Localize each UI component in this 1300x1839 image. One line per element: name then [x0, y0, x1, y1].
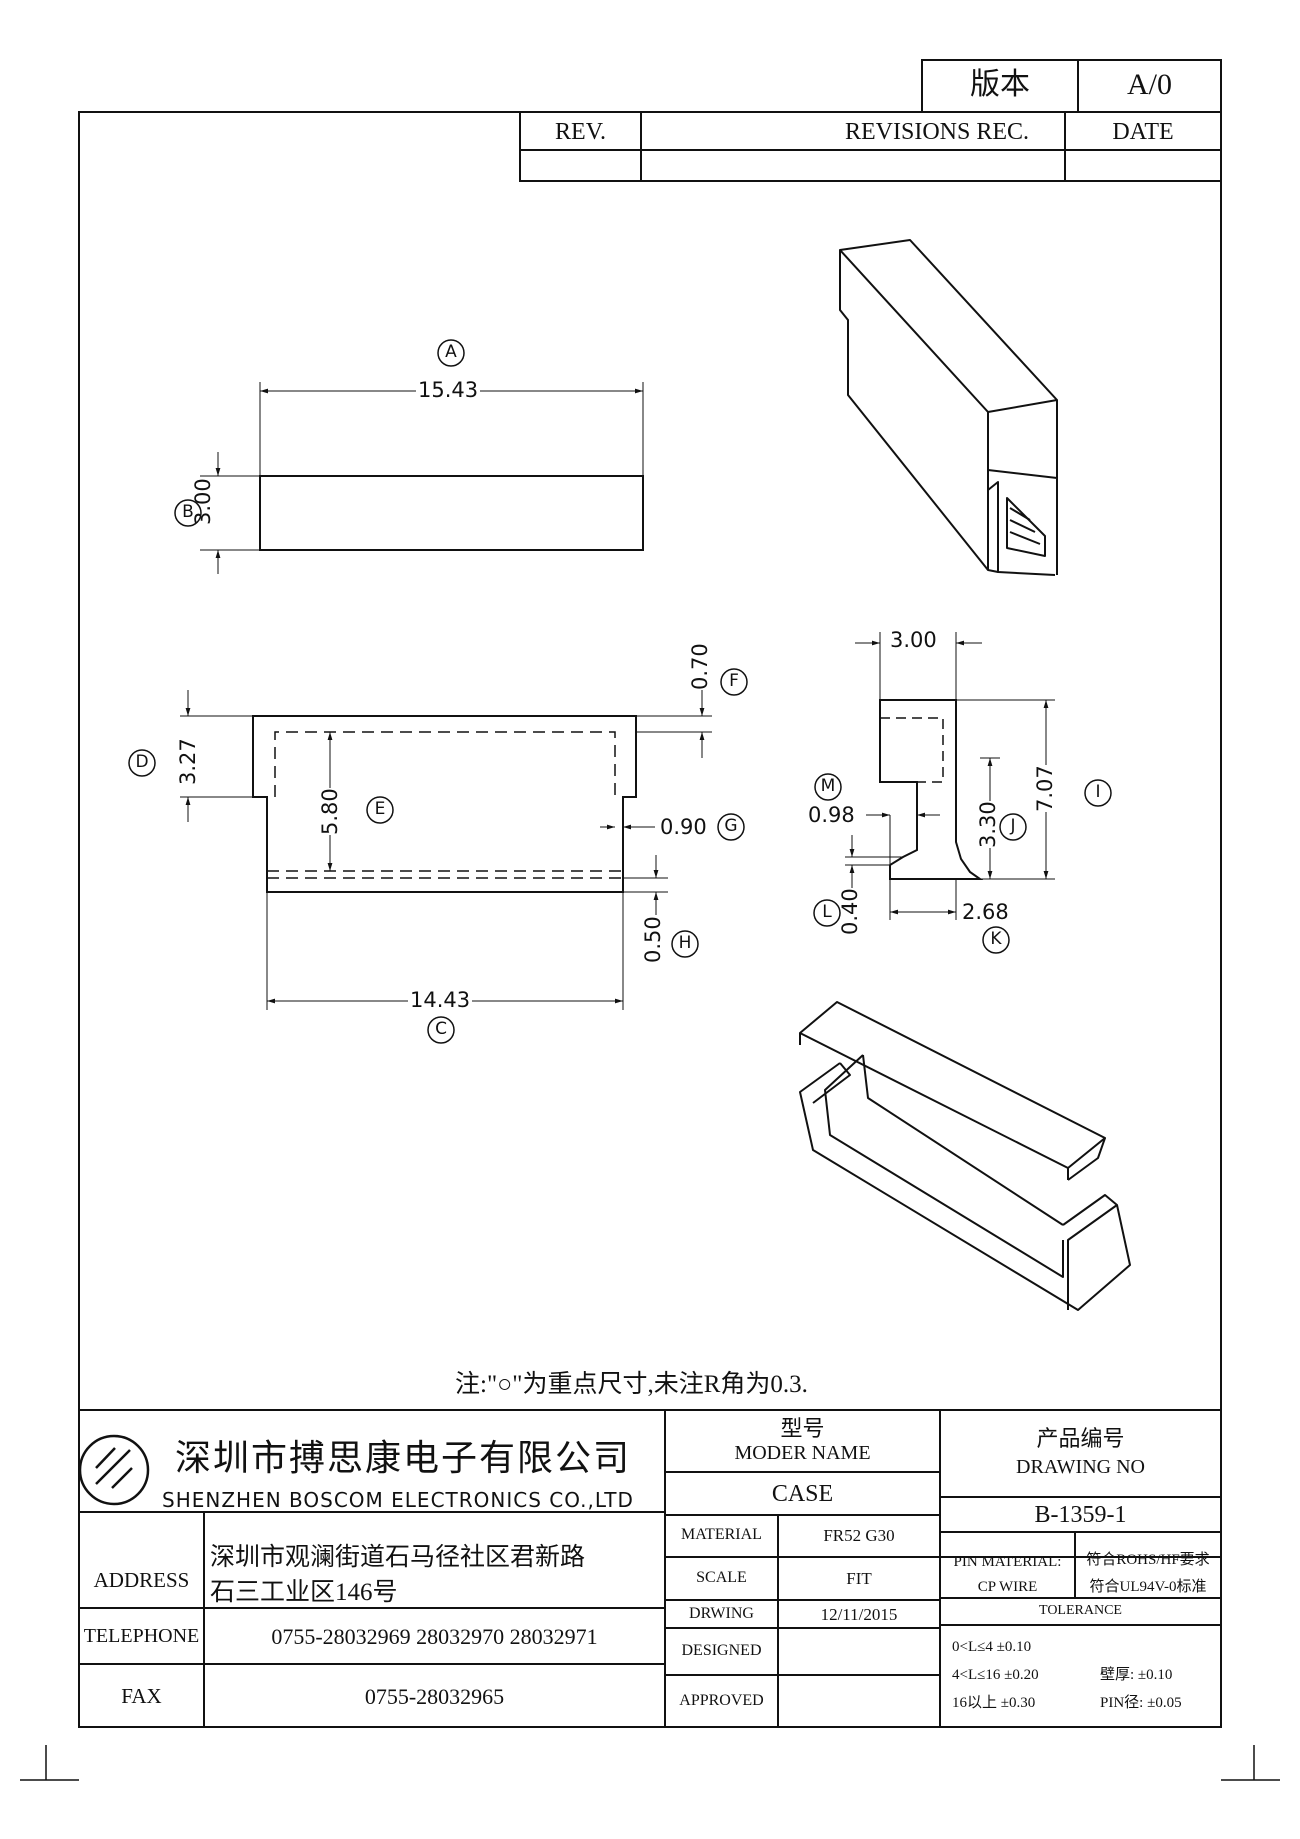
dim-B-label: B — [182, 502, 194, 522]
address-line2: 石三工业区146号 — [210, 1579, 398, 1606]
dim-K-value: 2.68 — [962, 900, 1009, 924]
dim-I-value: 7.07 — [1033, 765, 1057, 812]
version-value: A/0 — [1127, 68, 1172, 101]
tolerance-pin: PIN径: ±0.05 — [1100, 1695, 1182, 1711]
pin-material-label: PIN MATERIAL: — [953, 1554, 1062, 1570]
material-label: MATERIAL — [681, 1526, 762, 1543]
dim-I-label: I — [1095, 782, 1101, 802]
dim-M-value: 0.98 — [808, 803, 855, 827]
title-block — [79, 1409, 1221, 1727]
front-view — [252, 715, 637, 893]
dim-E-label: E — [374, 799, 386, 819]
version-label: 版本 — [970, 68, 1030, 101]
telephone-value: 0755-28032969 28032970 28032971 — [271, 1624, 598, 1649]
address-line1: 深圳市观澜街道石马径社区君新路 — [210, 1544, 586, 1571]
fax-label: FAX — [121, 1684, 162, 1708]
drawing-note: 注:"○"为重点尺寸,未注R角为0.3. — [455, 1371, 808, 1398]
dim-F-label: F — [729, 671, 739, 691]
dim-J-label: J — [1010, 816, 1016, 836]
revisions-rec-header: REVISIONS REC. — [845, 119, 1030, 145]
cp-wire-label: CP WIRE — [977, 1579, 1038, 1595]
dim-L-value: 0.40 — [838, 888, 862, 935]
address-label: ADDRESS — [93, 1568, 190, 1592]
company-logo — [78, 1434, 150, 1506]
fax-value: 0755-28032965 — [364, 1684, 505, 1709]
dim-B-value: 3.00 — [191, 478, 215, 525]
telephone-label: TELEPHONE — [83, 1625, 200, 1647]
designed-label: DESIGNED — [681, 1642, 762, 1659]
dim-D-label: D — [135, 752, 149, 772]
dim-G-label: G — [724, 816, 738, 836]
dim-H-label: H — [678, 933, 692, 953]
scale-value: FIT — [846, 1569, 872, 1588]
pin-material-value: 符合ROHS/HF要求 — [1086, 1552, 1210, 1568]
dim-K-label: K — [990, 929, 1002, 949]
model-value: CASE — [771, 1481, 834, 1507]
approved-label: APPROVED — [679, 1692, 764, 1709]
company-name-cn: 深圳市搏思康电子有限公司 — [175, 1438, 632, 1478]
drwing-label: DRWING — [689, 1605, 754, 1622]
company-name-en: SHENZHEN BOSCOM ELECTRONICS CO.,LTD — [162, 1488, 634, 1512]
dim-E-value: 5.80 — [318, 788, 342, 835]
dim-J-value: 3.30 — [976, 801, 1000, 848]
tolerance-row2: 4<L≤16 ±0.20 — [952, 1667, 1039, 1683]
side-view — [879, 699, 984, 880]
dim-C-value: 14.43 — [408, 988, 473, 1012]
dim-A-value: 15.43 — [416, 378, 481, 402]
tolerance-row1: 0<L≤4 ±0.10 — [952, 1639, 1032, 1655]
date-header: DATE — [1112, 119, 1174, 145]
drawing-no-label-en: DRAWING NO — [1016, 1456, 1145, 1478]
tolerance-row3: 16以上 ±0.30 — [952, 1695, 1036, 1711]
rev-header: REV. — [555, 119, 606, 145]
model-label-cn: 型号 — [780, 1416, 825, 1441]
dim-A-label: A — [445, 342, 457, 362]
dim-M-label: M — [820, 776, 836, 796]
top-view-outline — [259, 475, 644, 551]
dim-D-value: 3.27 — [176, 738, 200, 785]
dim-C-label: C — [435, 1019, 447, 1039]
tolerance-wall: 壁厚: ±0.10 — [1100, 1667, 1173, 1683]
tolerance-title: TOLERANCE — [1039, 1603, 1122, 1618]
drawing-no-label-cn: 产品编号 — [1036, 1426, 1125, 1451]
material-value: FR52 G30 — [823, 1526, 895, 1545]
dim-G-value: 0.90 — [660, 815, 707, 839]
drawing-no-value: B-1359-1 — [1034, 1502, 1127, 1528]
drwing-value: 12/11/2015 — [820, 1605, 898, 1624]
iso-view-top — [839, 239, 1058, 576]
iso-view-bottom — [799, 1001, 1131, 1311]
dim-L-label: L — [822, 902, 832, 922]
revision-table — [519, 111, 1222, 182]
dim-F-value: 0.70 — [688, 643, 712, 690]
model-label-en: MODER NAME — [734, 1442, 871, 1464]
side-top-value: 3.00 — [890, 628, 937, 652]
cp-wire-value: 符合UL94V-0标准 — [1089, 1579, 1207, 1595]
scale-label: SCALE — [696, 1569, 747, 1586]
dim-H-value: 0.50 — [641, 916, 665, 963]
